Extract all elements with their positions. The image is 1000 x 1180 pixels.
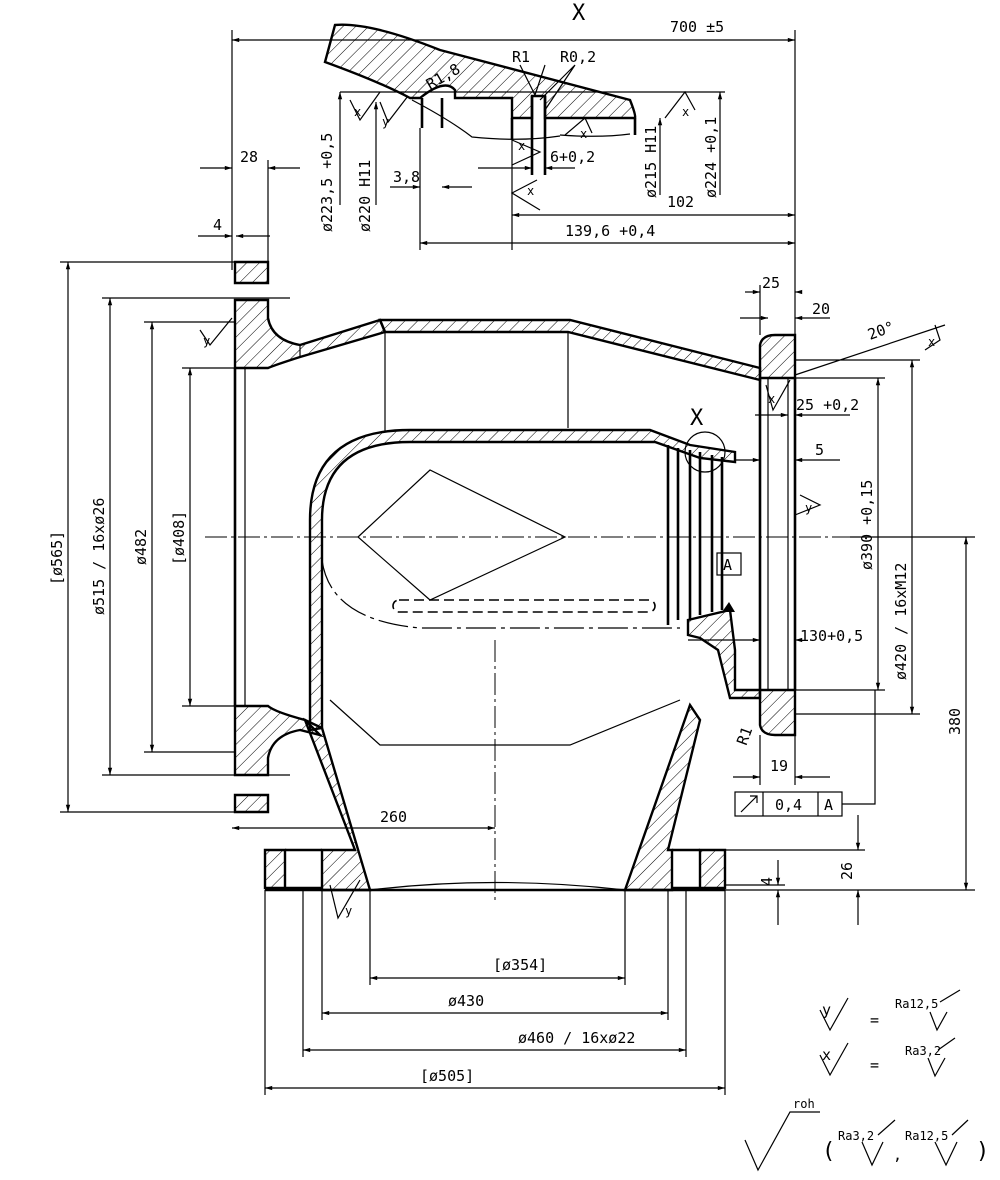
dim-25-tol: 25 +0,2 xyxy=(796,396,859,414)
svg-text:y: y xyxy=(345,904,352,918)
legend-paren-b: Ra12,5 xyxy=(905,1129,948,1143)
dim-d460: ø460 / 16xø22 xyxy=(518,1029,635,1047)
dim-d408: [ø408] xyxy=(170,511,188,565)
dim-20: 20 xyxy=(812,300,830,318)
right-flange xyxy=(758,333,797,737)
dim-4-left: 4 xyxy=(213,216,222,234)
svg-text:x: x xyxy=(682,105,689,119)
dim-r02: R0,2 xyxy=(560,48,596,66)
tol-value: 0,4 xyxy=(775,796,802,814)
dim-130: 130+0,5 xyxy=(800,627,863,645)
dim-19: 19 xyxy=(770,757,788,775)
detail-x-circle xyxy=(684,431,726,473)
dim-102: 102 xyxy=(667,193,694,211)
dim-d430: ø430 xyxy=(448,992,484,1010)
surface-finish-marks: y y y x x x y x x x x xyxy=(199,90,941,920)
dim-25: 25 xyxy=(762,274,780,292)
svg-text:x: x xyxy=(518,139,525,153)
legend-y-symbol: y xyxy=(822,1001,831,1019)
dim-26: 26 xyxy=(838,862,856,880)
datum-a-box xyxy=(716,552,742,576)
left-leg xyxy=(302,717,372,892)
dim-260: 260 xyxy=(380,808,407,826)
svg-text:,: , xyxy=(893,1146,902,1164)
inner-hub xyxy=(686,608,762,700)
dim-r1: R1 xyxy=(512,48,530,66)
dim-28: 28 xyxy=(240,148,258,166)
legend-general: roh xyxy=(793,1097,815,1111)
runout-icon xyxy=(740,795,758,813)
dim-4-bottom: 4 xyxy=(758,877,776,886)
right-leg xyxy=(623,702,702,892)
legend-paren-a: Ra3,2 xyxy=(838,1129,874,1143)
dim-d565: [ø565] xyxy=(48,531,66,585)
dim-380: 380 xyxy=(946,708,964,735)
dim-d390: ø390 +0,15 xyxy=(858,480,876,570)
dim-3-8: 3,8 xyxy=(393,168,420,186)
svg-text:(: ( xyxy=(822,1139,835,1164)
svg-text:y: y xyxy=(805,501,812,515)
dim-angle-20: 20° xyxy=(865,318,897,344)
dim-d505: [ø505] xyxy=(420,1067,474,1085)
detail-x: X 700 ±5 R1 R0,2 R1,8 ø223,5 +0,5 ø220 H… xyxy=(231,1,796,380)
dim-d420: ø420 / 16xM12 xyxy=(892,563,910,680)
surface-finish-legend: y = Ra12,5 x = Ra3,2 roh ( Ra3,2 , Ra12,… xyxy=(744,989,989,1172)
tol-datum: A xyxy=(824,796,833,814)
dim-d515: ø515 / 16xø26 xyxy=(90,498,108,615)
datum-a: A xyxy=(723,556,732,574)
dim-d215: ø215 H11 xyxy=(642,126,660,198)
inner-vessel-wall xyxy=(308,428,737,732)
detail-x-ref: X xyxy=(690,406,704,431)
svg-text:y: y xyxy=(203,334,210,348)
legend-x-symbol: x xyxy=(822,1046,831,1064)
dim-d220: ø220 H11 xyxy=(356,160,374,232)
general-finish-symbol xyxy=(744,1111,820,1172)
dim-5: 5 xyxy=(815,441,824,459)
legend-equals-x: = xyxy=(870,1056,879,1074)
dim-d354: [ø354] xyxy=(493,956,547,974)
legend-x-value: Ra3,2 xyxy=(905,1044,941,1058)
main-section-view: X A 28 4 [ø565] ø515 / 16xø26 ø482 [ø408… xyxy=(48,90,975,1095)
svg-text:x: x xyxy=(527,184,534,198)
dim-700: 700 ±5 xyxy=(670,18,724,36)
svg-text:x: x xyxy=(580,127,587,141)
dim-139-6: 139,6 +0,4 xyxy=(565,222,655,240)
flat-surface-cross xyxy=(357,469,567,601)
svg-text:x: x xyxy=(354,105,361,119)
svg-text:): ) xyxy=(976,1139,989,1164)
legend-y-value: Ra12,5 xyxy=(895,997,938,1011)
legend-equals-y: = xyxy=(870,1011,879,1029)
detail-break-line xyxy=(411,99,631,140)
detail-groove-lines xyxy=(420,96,637,175)
svg-text:y: y xyxy=(382,115,389,129)
svg-text:x: x xyxy=(928,335,935,349)
detail-title: X xyxy=(572,1,586,26)
dim-d2235: ø223,5 +0,5 xyxy=(318,133,336,232)
dim-r1-main: R1 xyxy=(733,724,756,747)
dim-d482: ø482 xyxy=(132,529,150,565)
hidden-slot xyxy=(392,599,656,613)
dim-d224: ø224 +0,1 xyxy=(702,117,720,198)
svg-text:x: x xyxy=(768,392,775,406)
left-flange-top xyxy=(233,260,387,370)
runout-tolerance-frame: 0,4 A xyxy=(734,690,876,817)
dim-6: 6+0,2 xyxy=(550,148,595,166)
top-wall xyxy=(378,318,762,382)
inner-grooves xyxy=(666,445,724,625)
